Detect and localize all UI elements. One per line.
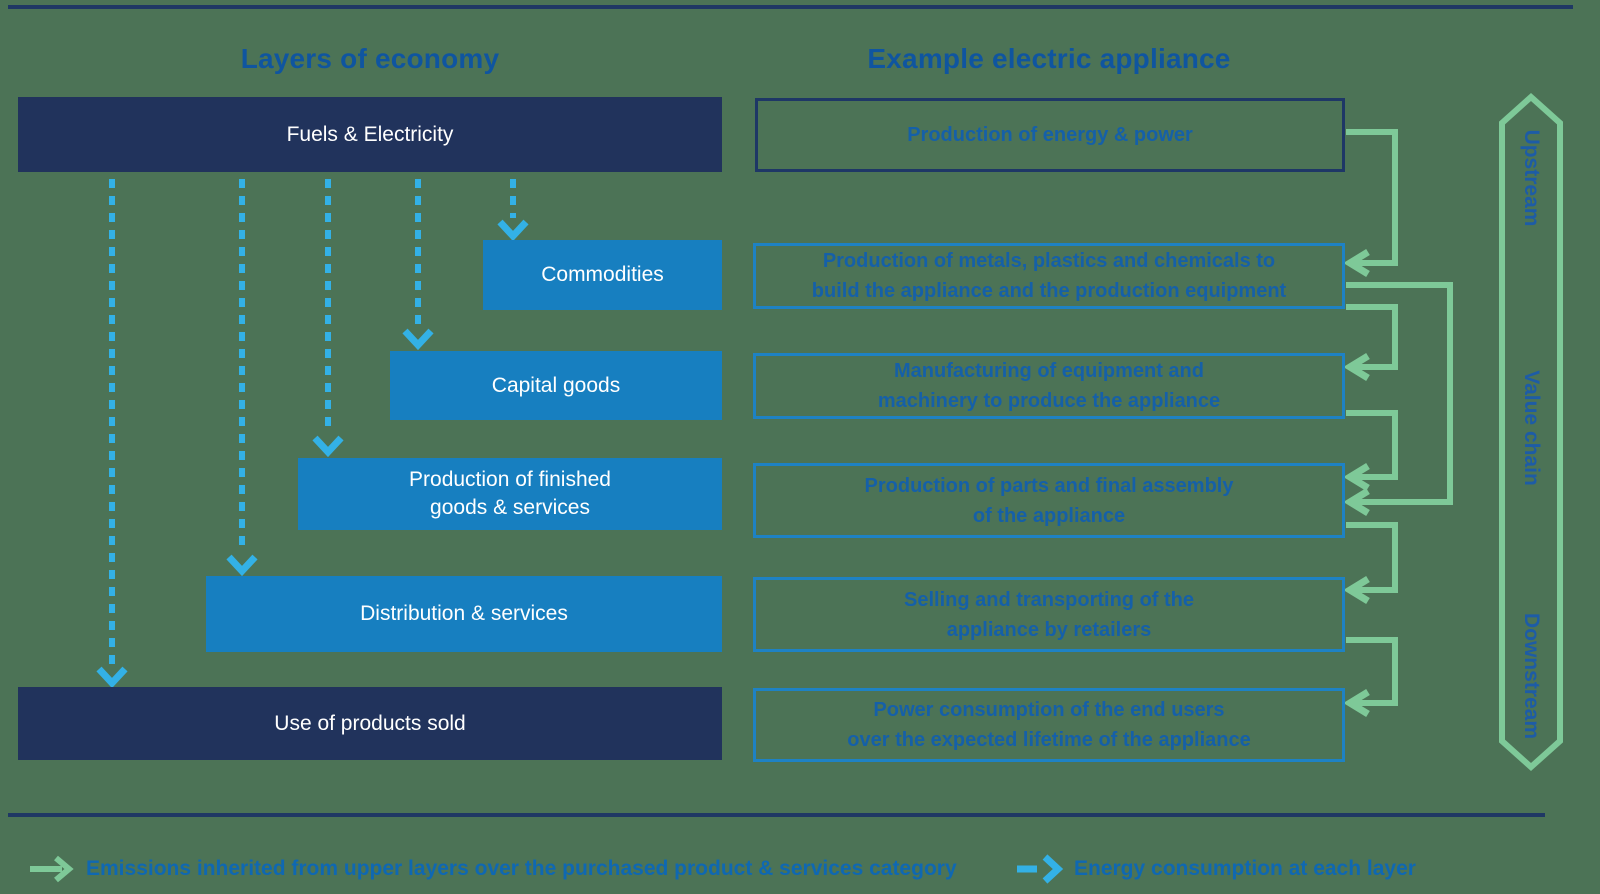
emission-arrow-commodities-to-equipment <box>1343 304 1398 381</box>
top-divider <box>8 5 1573 9</box>
energy-arrow-to-finished-goods <box>312 179 344 458</box>
economy-column-title: Layers of economy <box>240 43 500 74</box>
step-retail-distribution: Selling and transporting of the applianc… <box>753 577 1345 652</box>
upstream-label: Upstream <box>1520 129 1543 227</box>
emission-arrow-energy-to-commodities <box>1343 129 1398 277</box>
legend-energy-label: Energy consumption at each layer <box>1074 857 1416 880</box>
emission-arrow-assembly-to-retail <box>1343 522 1398 604</box>
energy-arrow-to-use-of-products <box>96 179 128 689</box>
energy-arrow-to-commodities <box>497 179 529 242</box>
value-chain-label: Value chain <box>1520 370 1543 486</box>
step-commodities-production: Production of metals, plastics and chemi… <box>753 243 1345 309</box>
emission-arrow-equipment-to-assembly <box>1343 410 1398 491</box>
layer-distribution-services: Distribution & services <box>206 576 722 652</box>
bottom-divider <box>8 813 1545 817</box>
layer-production-finished-goods: Production of finished goods & services <box>298 458 722 530</box>
legend-energy: Energy consumption at each layer <box>1014 854 1416 884</box>
legend-emissions: Emissions inherited from upper layers ov… <box>28 854 957 884</box>
energy-arrow-icon <box>1017 854 1064 884</box>
appliance-column-title: Example electric appliance <box>867 43 1231 74</box>
energy-arrow-to-capital-goods <box>402 179 434 351</box>
step-energy-production: Production of energy & power <box>755 98 1345 172</box>
layer-commodities: Commodities <box>483 240 722 310</box>
layer-capital-goods: Capital goods <box>390 351 722 420</box>
downstream-label: Downstream <box>1520 612 1543 740</box>
emission-arrow-commodities-to-assembly <box>1343 282 1453 516</box>
energy-arrow-to-distribution <box>226 179 258 577</box>
step-end-user-consumption: Power consumption of the end users over … <box>753 688 1345 762</box>
layer-use-of-products-sold: Use of products sold <box>18 687 722 760</box>
emission-arrow-retail-to-enduse <box>1343 637 1398 717</box>
legend-emissions-label: Emissions inherited from upper layers ov… <box>86 857 957 880</box>
step-parts-assembly: Production of parts and final assembly o… <box>753 463 1345 538</box>
emissions-arrow-icon <box>30 855 74 883</box>
emission-connectors <box>1343 129 1453 717</box>
layer-fuels-electricity: Fuels & Electricity <box>18 97 722 172</box>
step-equipment-manufacturing: Manufacturing of equipment and machinery… <box>753 353 1345 419</box>
